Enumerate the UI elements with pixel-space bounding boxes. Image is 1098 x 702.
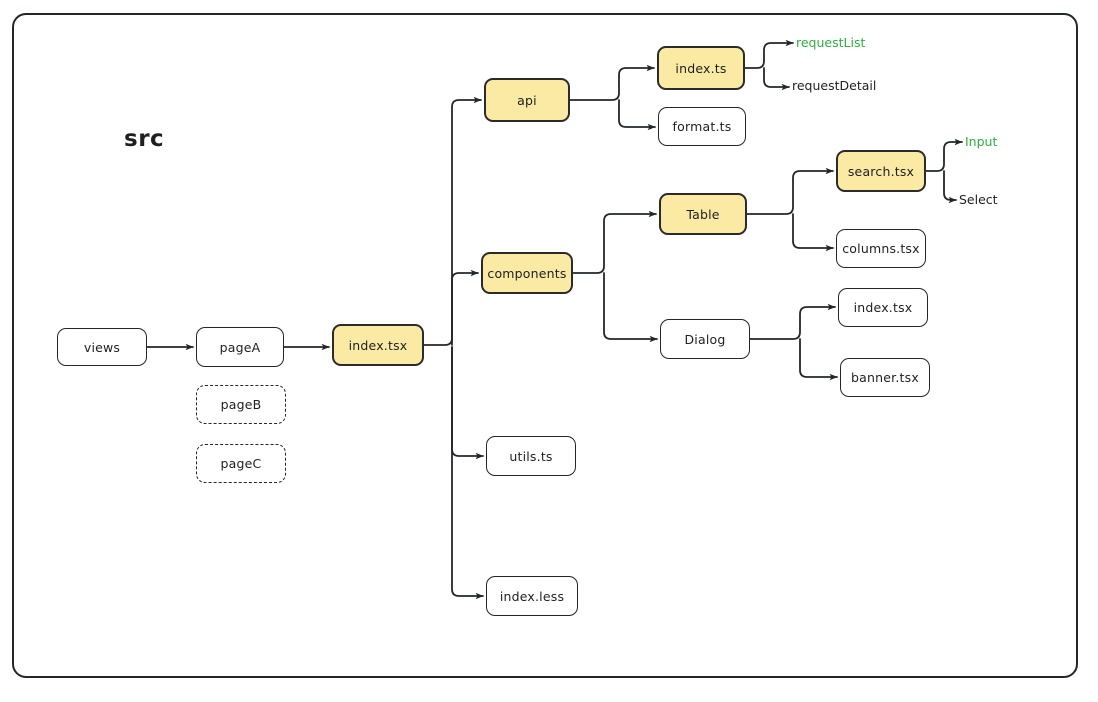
leaf-label: requestDetail [792, 78, 877, 93]
node-views[interactable]: views [57, 328, 147, 366]
node-label: index.less [499, 588, 565, 604]
outer-frame [12, 13, 1078, 678]
node-label: api [517, 92, 537, 108]
node-label: Table [686, 206, 720, 222]
node-label: utils.ts [509, 448, 553, 464]
node-pageb[interactable]: pageB [196, 385, 286, 424]
leaf-label: Input [965, 134, 998, 149]
leaf-requestdetail: requestDetail [792, 78, 876, 93]
node-label: components [487, 265, 567, 281]
node-label: pageA [219, 339, 261, 355]
node-utils-ts[interactable]: utils.ts [486, 436, 576, 476]
page-title: src [124, 126, 165, 152]
node-dialog-index-tsx[interactable]: index.tsx [838, 288, 928, 327]
node-label: format.ts [672, 119, 732, 134]
node-api-index-ts[interactable]: index.ts [657, 46, 745, 90]
node-dialog[interactable]: Dialog [660, 319, 750, 359]
leaf-label: Select [959, 192, 998, 207]
node-banner-tsx[interactable]: banner.tsx [840, 358, 930, 397]
node-api[interactable]: api [484, 78, 570, 122]
node-label: views [83, 339, 121, 355]
node-index-less[interactable]: index.less [486, 576, 578, 616]
leaf-select: Select [959, 192, 998, 207]
node-label: index.ts [675, 60, 727, 76]
node-label: banner.tsx [851, 370, 919, 385]
node-label: index.tsx [853, 300, 913, 315]
node-table[interactable]: Table [659, 193, 747, 235]
node-components[interactable]: components [481, 252, 573, 294]
node-label: Dialog [684, 331, 726, 347]
node-label: search.tsx [847, 163, 915, 179]
node-label: columns.tsx [842, 241, 920, 256]
node-label: pageB [220, 397, 262, 412]
node-pagea[interactable]: pageA [196, 327, 284, 367]
leaf-input: Input [965, 134, 997, 149]
node-format-ts[interactable]: format.ts [658, 107, 746, 146]
leaf-requestlist: requestList [796, 35, 865, 50]
node-columns-tsx[interactable]: columns.tsx [836, 229, 926, 268]
node-index-tsx-root[interactable]: index.tsx [332, 324, 424, 366]
node-search-tsx[interactable]: search.tsx [836, 150, 926, 192]
node-pagec[interactable]: pageC [196, 444, 286, 483]
node-label: index.tsx [348, 337, 408, 353]
node-label: pageC [220, 456, 262, 471]
leaf-label: requestList [796, 35, 866, 50]
